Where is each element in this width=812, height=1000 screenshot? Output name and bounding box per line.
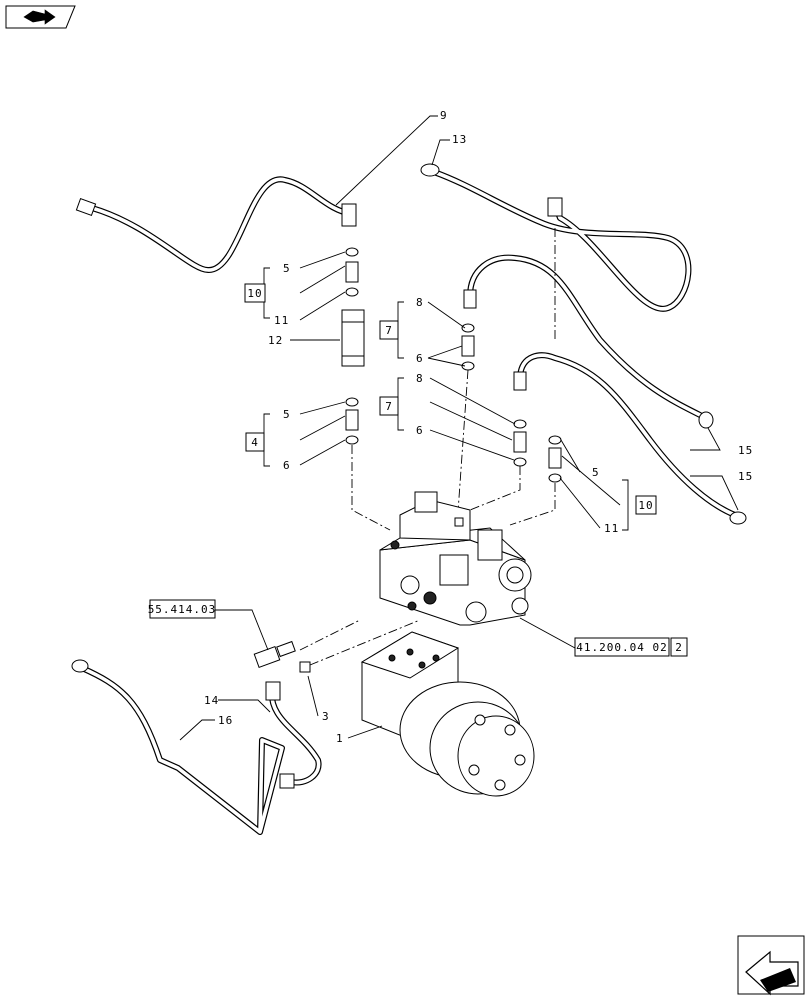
tube-16 — [71, 659, 285, 835]
valve-block — [379, 491, 532, 626]
ref-box-left[interactable]: 55.414.03 — [148, 599, 217, 619]
group-box-4[interactable]: 4 — [245, 432, 265, 452]
callout-5: 5 — [283, 262, 291, 275]
group-label: 7 — [385, 400, 393, 413]
hose-13 — [420, 163, 692, 312]
callout-3: 3 — [322, 710, 330, 723]
next-page-arrow-icon[interactable] — [737, 935, 805, 996]
callout-1: 1 — [336, 732, 344, 745]
callout-6: 6 — [416, 352, 424, 365]
callout-6: 6 — [283, 459, 291, 472]
group-brackets — [263, 267, 629, 531]
ref-label: 41.200.04 02 — [576, 641, 667, 654]
group-label: 4 — [251, 436, 259, 449]
hose-9 — [75, 176, 357, 274]
callout-5: 5 — [592, 466, 600, 479]
ref-label: 55.414.03 — [148, 603, 217, 616]
callout-13: 13 — [452, 133, 467, 146]
fitting-stack-left — [341, 247, 365, 445]
group-box-7-lower[interactable]: 7 — [379, 396, 399, 416]
ref-page-label: 2 — [675, 641, 683, 654]
callout-16: 16 — [218, 714, 233, 727]
callout-8: 8 — [416, 296, 424, 309]
group-box-7-upper[interactable]: 7 — [379, 320, 399, 340]
group-box-10-right[interactable]: 10 — [635, 495, 657, 515]
fitting-stack-right — [548, 435, 562, 483]
callout-8: 8 — [416, 372, 424, 385]
group-box-10-left[interactable]: 10 — [244, 283, 266, 303]
callout-14: 14 — [204, 694, 219, 707]
callout-6: 6 — [416, 424, 424, 437]
callout-11: 11 — [274, 314, 289, 327]
callout-labels: 9 13 5 11 12 8 6 8 6 5 6 15 15 5 11 14 1… — [204, 109, 753, 745]
callout-12: 12 — [268, 334, 283, 347]
hose-15-upper — [463, 254, 714, 429]
assembly-lines — [299, 228, 556, 666]
book-arrow-icon[interactable] — [5, 5, 76, 29]
callout-5: 5 — [283, 408, 291, 421]
ref-box-right[interactable]: 41.200.04 02 2 — [574, 637, 688, 657]
pressure-sensor — [253, 640, 311, 673]
callout-15: 15 — [738, 444, 753, 457]
hose-15-lower — [513, 352, 747, 525]
steering-unit-1 — [360, 631, 535, 797]
callout-9: 9 — [440, 109, 448, 122]
tube-14 — [265, 681, 322, 789]
group-label: 10 — [638, 499, 653, 512]
group-label: 7 — [385, 324, 393, 337]
leader-lines — [179, 115, 739, 741]
callout-15: 15 — [738, 470, 753, 483]
callout-11: 11 — [604, 522, 619, 535]
group-label: 10 — [247, 287, 262, 300]
